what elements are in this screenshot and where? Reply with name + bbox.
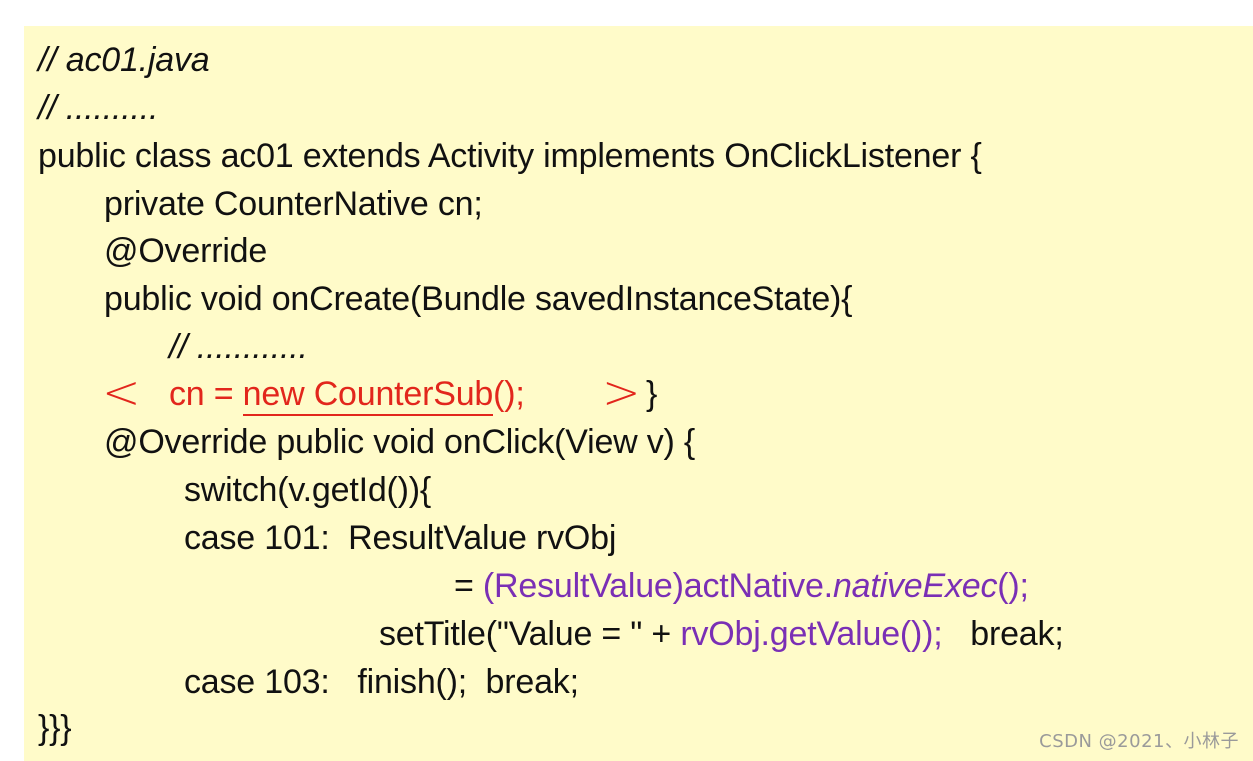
code-cn-assign-prefix: cn = bbox=[169, 375, 243, 413]
code-nativeexec-method: nativeExec bbox=[832, 567, 998, 605]
code-native-exec-line: = (ResultValue)actNative.nativeExec(); bbox=[454, 566, 1029, 606]
code-onclick-signature: @Override public void onClick(View v) { bbox=[104, 423, 696, 461]
code-settitle-line: setTitle("Value = " + rvObj.getValue());… bbox=[379, 614, 1064, 654]
code-override-annotation: @Override bbox=[104, 232, 268, 270]
code-comment-filename: // ac01.java bbox=[38, 41, 210, 79]
code-equals: = bbox=[454, 567, 483, 605]
code-comment-inner: // ............ bbox=[169, 328, 308, 366]
code-closing-braces: }}} bbox=[38, 709, 72, 747]
code-slide: // ac01.java // .......... public class … bbox=[24, 26, 1253, 761]
red-right-bracket-annotation: > bbox=[602, 365, 641, 419]
code-case-101: case 101: ResultValue rvObj bbox=[184, 519, 617, 557]
code-block: // ac01.java // .......... public class … bbox=[24, 26, 1253, 761]
code-oncreate-close-brace: } bbox=[646, 375, 658, 413]
code-new-countersub-underlined: new CounterSub bbox=[242, 375, 493, 416]
code-case-103: case 103: finish(); break; bbox=[184, 663, 579, 701]
code-comment-ellipsis: // .......... bbox=[38, 89, 159, 127]
code-getvalue-call: rvObj.getValue()); bbox=[680, 615, 943, 653]
code-class-declaration: public class ac01 extends Activity imple… bbox=[38, 137, 982, 175]
code-cn-assignment: cn = new CounterSub(); bbox=[169, 374, 525, 416]
code-cn-assign-suffix: (); bbox=[493, 375, 525, 413]
code-settitle-call: setTitle("Value = " + bbox=[379, 615, 681, 653]
csdn-watermark: CSDN @2021、小林子 bbox=[1039, 731, 1239, 752]
code-switch-statement: switch(v.getId()){ bbox=[184, 471, 432, 509]
red-left-bracket-annotation: < bbox=[102, 365, 141, 419]
code-call-parens: (); bbox=[997, 567, 1029, 605]
code-oncreate-signature: public void onCreate(Bundle savedInstanc… bbox=[104, 280, 853, 318]
code-field-declaration: private CounterNative cn; bbox=[104, 185, 483, 223]
code-break-101: break; bbox=[942, 615, 1064, 653]
code-cast-resultvalue: (ResultValue)actNative. bbox=[482, 567, 833, 605]
